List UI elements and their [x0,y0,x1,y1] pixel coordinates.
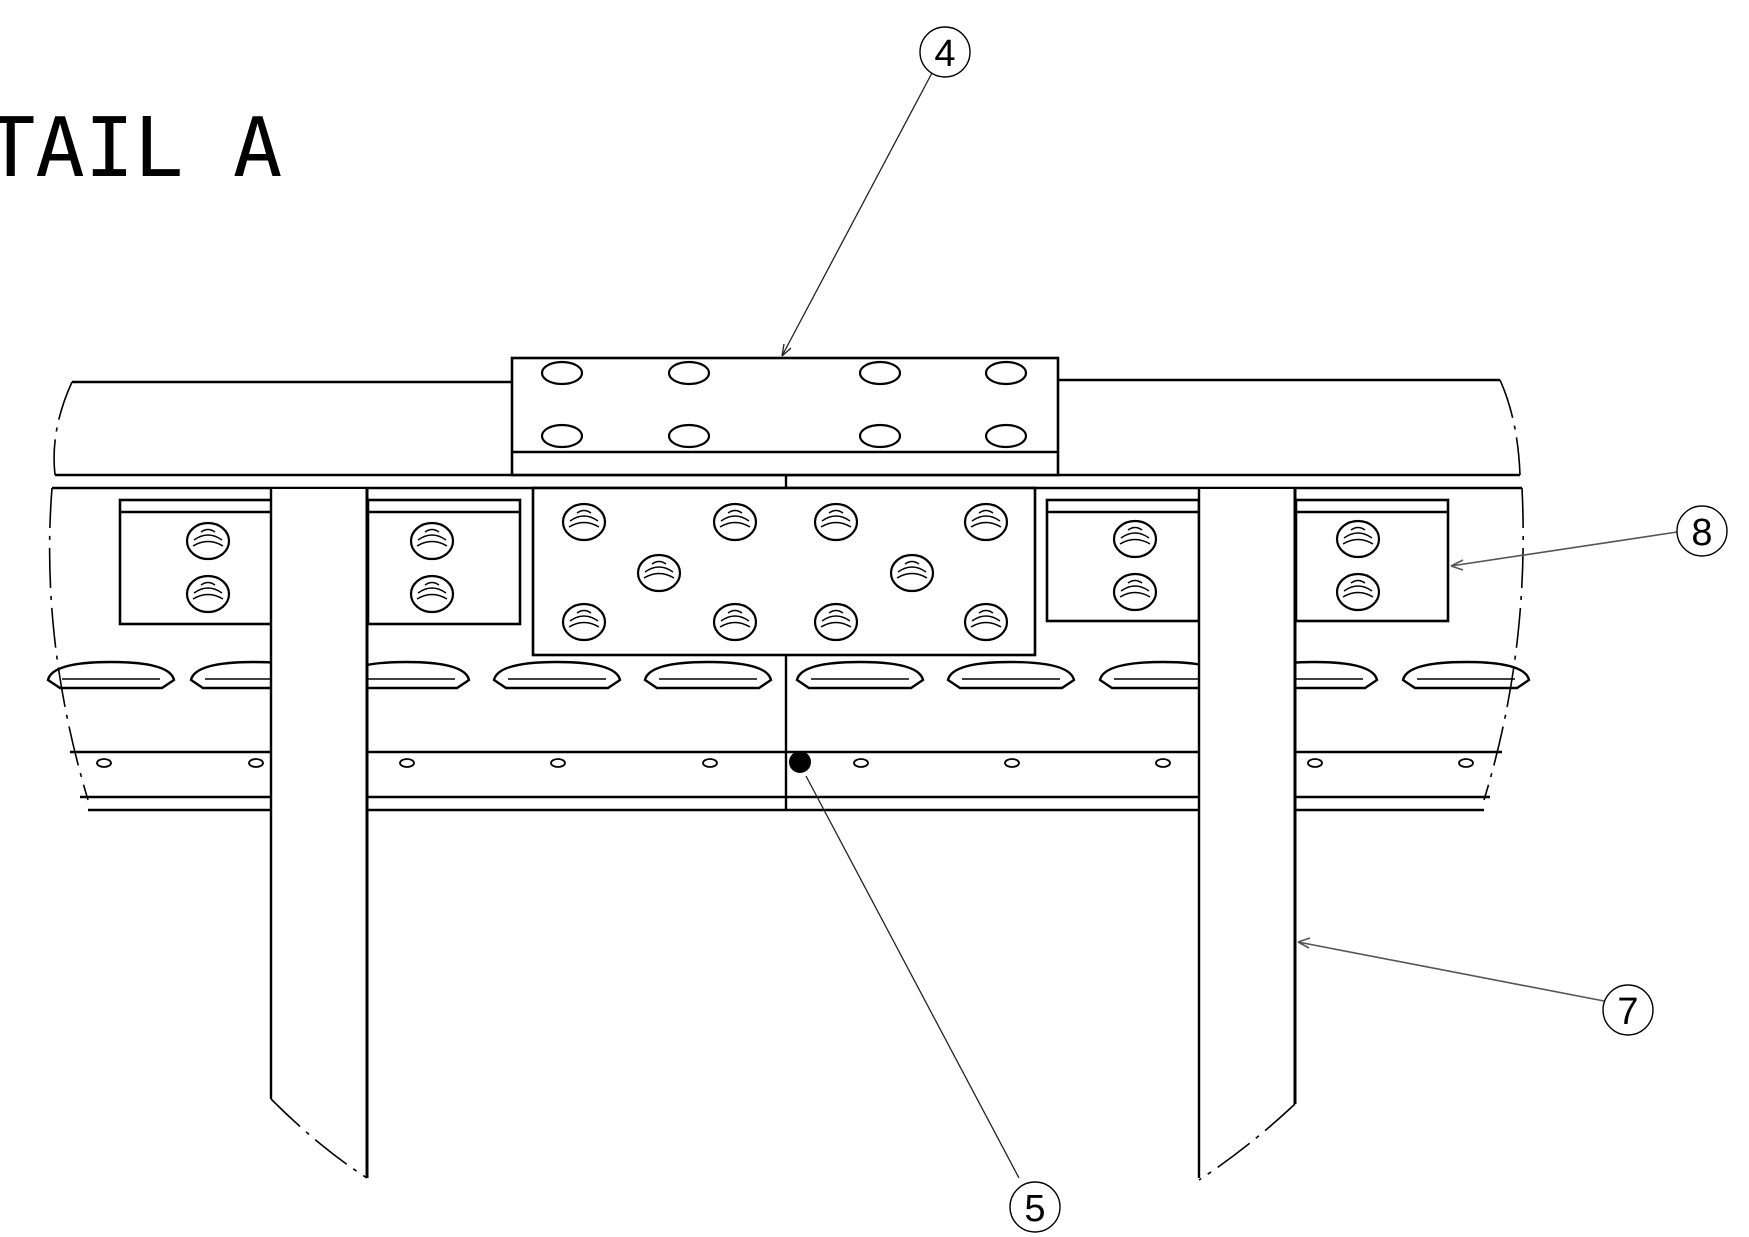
detail-title: TAIL A [0,101,282,196]
small-hole [1155,758,1171,768]
slot [643,660,773,690]
small-hole [702,758,718,768]
small-hole [550,758,566,768]
center-splice-plate [531,486,1037,657]
small-hole [399,758,415,768]
countersunk-bolt [561,502,607,542]
countersunk-bolt [712,502,758,542]
svg-text:7: 7 [1617,991,1638,1033]
post-right-part-7 [1197,489,1297,1181]
slot [946,660,1076,690]
small-hole-row [96,758,1474,768]
countersunk-bolt [185,574,231,614]
svg-text:5: 5 [1024,1188,1045,1230]
slot [795,660,925,690]
balloon-8: 8 [1676,505,1728,557]
countersunk-bolt [1112,572,1158,612]
side-plate-left-inner [366,498,522,626]
slot [492,660,622,690]
balloon-4: 4 [919,26,971,78]
balloon-7: 7 [1602,984,1654,1036]
leader-lines [781,70,1678,1179]
fastener-dot-part-5 [789,751,811,773]
small-hole [248,758,264,768]
countersunk-bolt [1335,572,1381,612]
small-hole [853,758,869,768]
countersunk-bolt [889,553,935,593]
countersunk-bolt [636,553,682,593]
countersunk-bolt [813,502,859,542]
svg-text:4: 4 [934,33,955,75]
slot [1401,660,1531,690]
balloon-5: 5 [1009,1181,1061,1233]
countersunk-bolt [963,602,1009,642]
countersunk-bolt [963,502,1009,542]
countersunk-bolt [409,574,455,614]
countersunk-bolt [409,521,455,561]
countersunk-bolt [712,602,758,642]
countersunk-bolt [813,602,859,642]
small-hole [1458,758,1474,768]
small-hole [1307,758,1323,768]
slot [46,660,176,690]
post-left-part-7 [269,489,369,1179]
countersunk-bolt [1335,519,1381,559]
svg-text:8: 8 [1691,512,1712,554]
countersunk-bolts [185,502,1381,642]
small-hole [96,758,112,768]
countersunk-bolt [185,521,231,561]
countersunk-bolt [561,602,607,642]
top-plate-part-4 [510,356,1060,477]
countersunk-bolt [1112,519,1158,559]
small-hole [1004,758,1020,768]
